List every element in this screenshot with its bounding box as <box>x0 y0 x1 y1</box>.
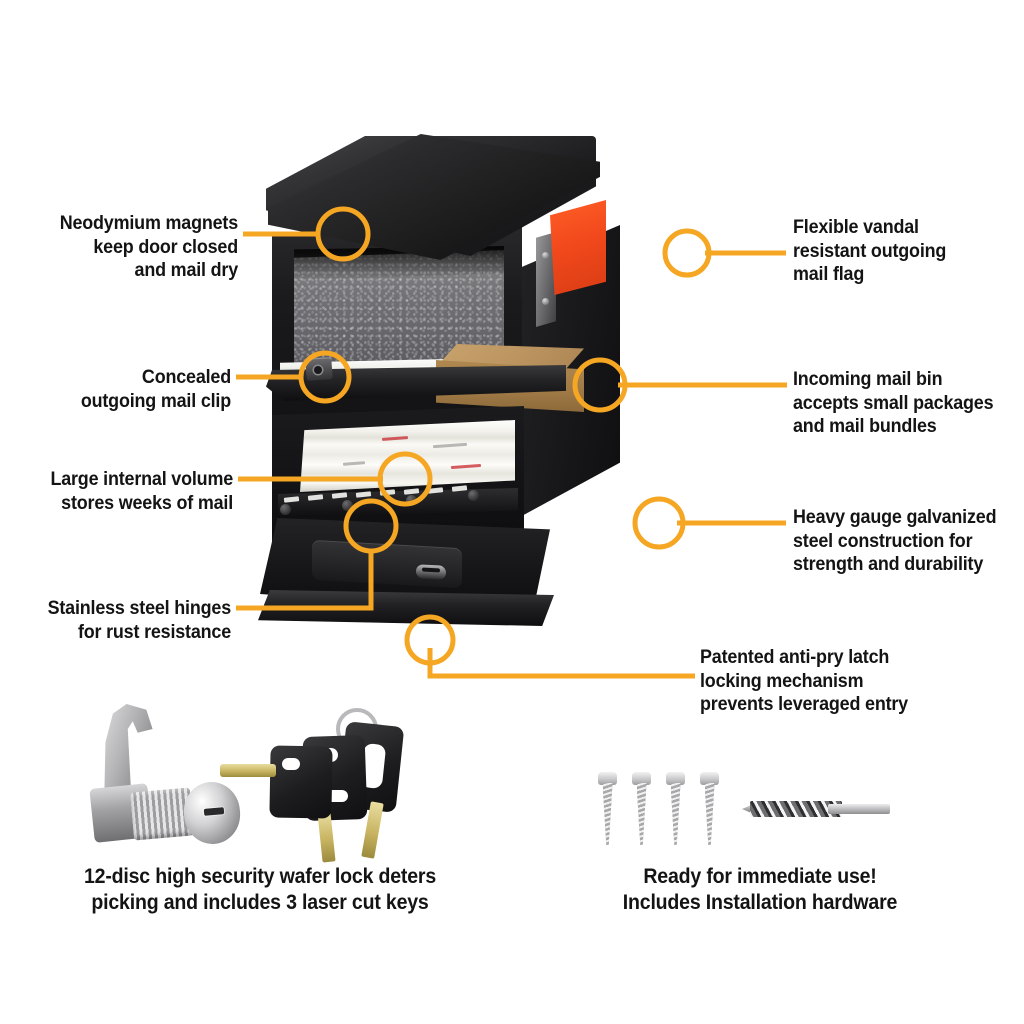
callout-label-heavy-gauge-steel: Heavy gauge galvanized steel constructio… <box>793 506 997 575</box>
mail-marking <box>381 436 408 442</box>
mail-marking <box>450 463 481 469</box>
hinge-slot <box>355 491 372 498</box>
flag-screw-upper <box>542 252 549 259</box>
caption-lock-and-keys: 12-disc high security wafer lock deters … <box>83 865 437 914</box>
hinge-pin <box>406 495 417 506</box>
key-set <box>216 706 405 863</box>
mail-stack <box>300 420 515 492</box>
callout-label-incoming-mail-bin: Incoming mail bin accepts small packages… <box>793 368 994 437</box>
hinge-slot <box>427 487 444 494</box>
callout-label-stainless-steel-hinges: Stainless steel hinges for rust resistan… <box>47 597 232 643</box>
callout-label-flexible-vandal-resistant-flag: Flexible vandal resistant outgoing mail … <box>793 216 947 285</box>
hinge-slot <box>403 488 420 495</box>
hinge-slot-group <box>278 485 518 518</box>
outgoing-mail-flag <box>550 200 606 295</box>
screw-shank <box>704 783 715 845</box>
door-reinforcement-pad <box>312 539 462 589</box>
drill-bit-shank <box>828 804 890 814</box>
callout-label-neodymium-magnets: Neodymium magnets keep door closed and m… <box>59 212 238 281</box>
flag-mounting-bracket <box>536 232 556 327</box>
screw-shank <box>602 783 613 845</box>
hinge-pin <box>342 500 353 511</box>
lag-screw <box>700 772 719 854</box>
flag-screw-lower <box>542 298 549 305</box>
installation-hardware-image <box>592 770 892 856</box>
lag-screw <box>666 772 685 854</box>
hinge-pin <box>280 504 291 515</box>
lower-door-front-edge <box>258 590 554 626</box>
cam-lock-and-keys-image <box>88 704 278 859</box>
hinge-slot <box>283 496 300 503</box>
hinge-pin <box>468 490 479 501</box>
hinge-slot <box>331 492 348 499</box>
drill-bit-flutes <box>750 801 842 817</box>
callout-label-concealed-outgoing-mail-clip: Concealed outgoing mail clip <box>80 366 231 412</box>
screw-head <box>598 772 617 785</box>
key-blade-front <box>220 764 276 777</box>
screw-head <box>632 772 651 785</box>
mailbox-product-image <box>250 120 720 690</box>
hinge-slot <box>451 485 468 492</box>
screw-head <box>666 772 685 785</box>
screw-shank <box>670 783 681 845</box>
lag-screw <box>598 772 617 854</box>
mail-marking <box>433 443 468 449</box>
key-head-cutout <box>282 758 300 770</box>
masonry-drill-bit <box>742 798 890 820</box>
latch-keyway <box>422 567 440 573</box>
hinge-slot <box>379 489 396 496</box>
mail-clip-hole <box>314 366 322 374</box>
caption-installation-hardware: Ready for immediate use! Includes Instal… <box>622 865 898 914</box>
lag-screw <box>632 772 651 854</box>
key-head-front <box>269 745 333 819</box>
mail-marking <box>342 460 366 466</box>
callout-label-anti-pry-latch: Patented anti-pry latch locking mechanis… <box>700 646 908 715</box>
screw-head <box>700 772 719 785</box>
screw-shank <box>636 783 647 845</box>
hinge-slot <box>307 494 324 501</box>
callout-label-large-internal-volume: Large internal volume stores weeks of ma… <box>50 468 233 514</box>
